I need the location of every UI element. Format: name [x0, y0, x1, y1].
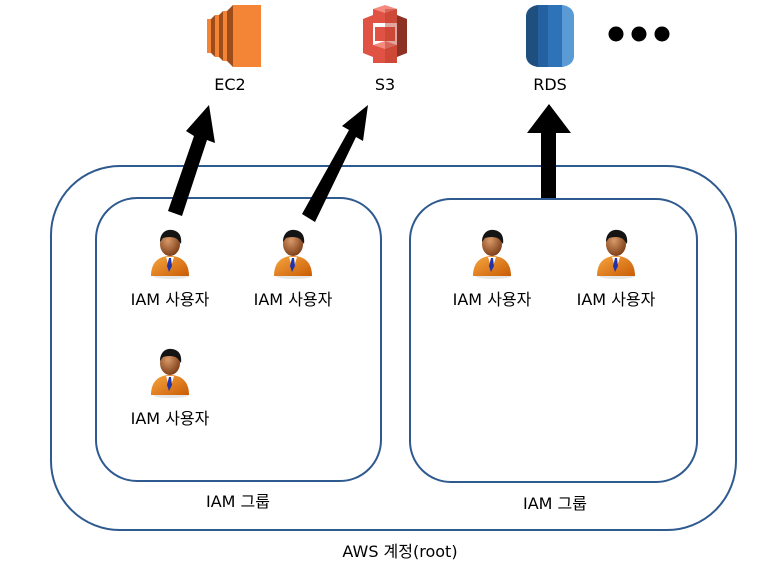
iam-user: IAM 사용자: [238, 226, 348, 310]
iam-user-label: IAM 사용자: [452, 290, 532, 309]
aws-account-label: AWS 계정(root): [342, 542, 458, 561]
ellipsis-dot: [654, 26, 670, 42]
iam-user: IAM 사용자: [115, 226, 225, 310]
user-avatar-icon: [268, 226, 318, 280]
rds-database-icon: [526, 5, 574, 67]
iam-group-2-label: IAM 그룹: [523, 494, 587, 513]
iam-group-2-container: [409, 198, 698, 483]
aws-account-container: [50, 165, 737, 531]
iam-user: IAM 사용자: [115, 345, 225, 429]
iam-group-1-label: IAM 그룹: [206, 492, 270, 511]
arrow-to-s3: [302, 105, 368, 222]
ellipsis-dot: [608, 26, 624, 42]
ellipsis-dot: [631, 26, 647, 42]
service-label-ec2: EC2: [214, 75, 246, 94]
more-services-ellipsis: [608, 26, 670, 42]
iam-user: IAM 사용자: [561, 226, 671, 310]
iam-user-label: IAM 사용자: [130, 290, 210, 309]
iam-user-label: IAM 사용자: [130, 409, 210, 428]
service-s3: S3: [340, 5, 430, 94]
iam-user-label: IAM 사용자: [576, 290, 656, 309]
user-avatar-icon: [145, 226, 195, 280]
iam-group-1-container: [95, 197, 382, 482]
service-label-s3: S3: [374, 75, 396, 94]
service-label-rds: RDS: [533, 75, 567, 94]
user-avatar-icon: [591, 226, 641, 280]
user-avatar-icon: [145, 345, 195, 399]
ec2-icon: [207, 5, 261, 67]
iam-user: IAM 사용자: [437, 226, 547, 310]
arrow-to-ec2: [168, 105, 215, 216]
arrow-to-rds: [527, 104, 571, 198]
iam-user-label: IAM 사용자: [253, 290, 333, 309]
service-rds: RDS: [505, 5, 595, 94]
s3-bucket-icon: [363, 5, 407, 63]
service-ec2: EC2: [185, 5, 275, 94]
user-avatar-icon: [467, 226, 517, 280]
